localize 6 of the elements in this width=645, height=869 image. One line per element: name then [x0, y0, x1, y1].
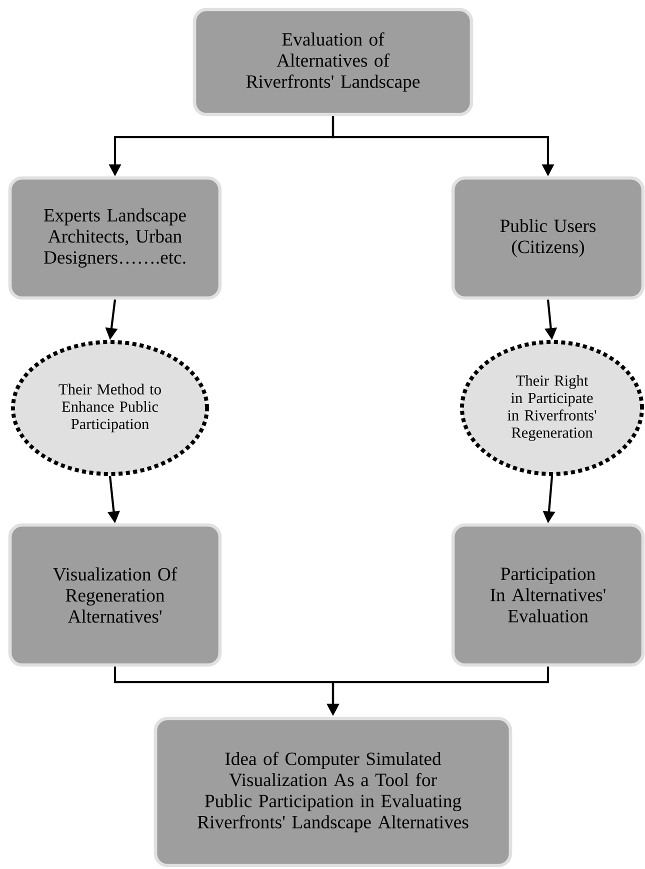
process-box: Evaluation of Alternatives of Riverfronts' Landscape	[192, 8, 474, 116]
process-box: Participation In Alternatives' Evaluation	[451, 523, 645, 667]
process-box: Idea of Computer Simulated Visualization As a Tool for Public Participation in Evaluating Riverfronts' Landscape Alternatives	[154, 716, 512, 868]
process-box: Public Users (Citizens)	[451, 176, 645, 300]
process-box: Experts Landscape Architects, Urban Designers…….etc.	[8, 176, 222, 300]
process-box: Visualization Of Regeneration Alternatives'	[8, 523, 222, 667]
